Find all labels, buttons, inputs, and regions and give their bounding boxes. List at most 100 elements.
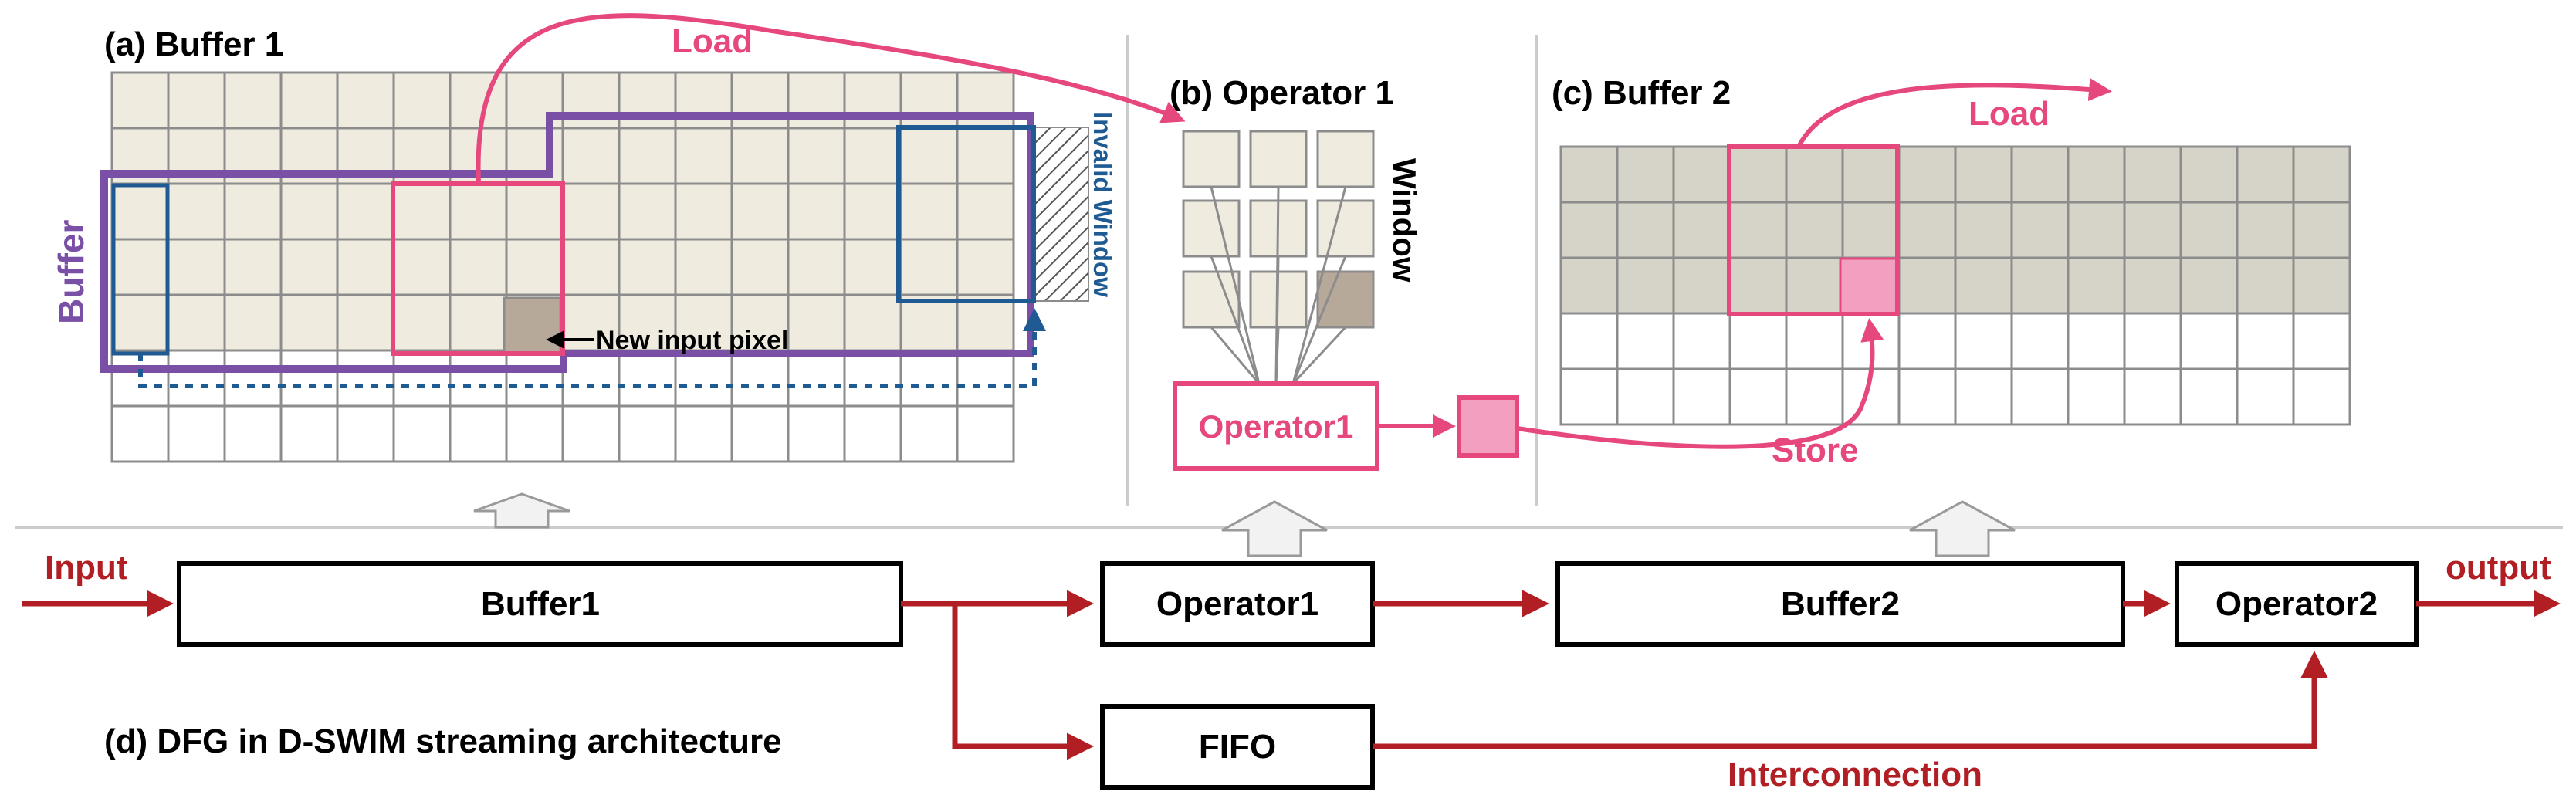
fifo-to-operator2-arrow [1373,651,2328,749]
buffer2-cell [2179,367,2239,426]
buffer1-cell [505,404,564,463]
buffer1-cell [618,182,677,241]
buffer1-cell [618,127,677,185]
buffer2-cell [1559,312,1619,370]
buffer1-cell [449,404,508,463]
buffer2-grid [1559,145,2351,426]
buffer1-cell [730,293,790,352]
buffer1-cell [561,349,621,408]
buffer1-cell [336,71,395,130]
window-wire [1291,326,1347,385]
buffer2-cell [2236,367,2295,426]
buffer1-cell [674,127,733,185]
new-input-pixel-label: New input pixel [596,326,788,355]
buffer2-cell [1954,201,2013,259]
buffer1-cell [787,404,846,463]
panel-d-title: (d) DFG in D-SWIM streaming architecture [104,722,782,760]
buffer1-cell [843,127,902,185]
up-arrow-operator1 [1221,500,1328,557]
buffer1-grid [110,71,1015,463]
buffer1-cell [336,404,395,463]
buffer1-cell [843,71,902,130]
buffer2-cell [1559,256,1619,315]
buffer2-cell [1559,145,1619,204]
buffer2-cell [2292,145,2351,204]
buffer1-cell [561,71,621,130]
buffer1-cell [956,404,1015,463]
buffer2-cell [1672,312,1731,370]
buffer2-cell [2123,145,2182,204]
load-label-c: Load [1968,95,2050,133]
operator1-box [1173,381,1379,471]
buffer2-cell [1785,201,1844,259]
buffer1-cell [956,127,1015,185]
buffer2-cell [1728,256,1788,315]
window-cell [1316,130,1375,188]
buffer1-block [177,561,903,647]
buffer1-cell [223,182,283,241]
up-arrow-buffer1 [473,492,570,529]
interconnection-label: Interconnection [1728,756,1982,793]
buffer2-cell [1954,145,2013,204]
output-pixel [1457,395,1519,458]
invalid-window-outline [896,125,1036,303]
buffer2-cell [1672,367,1731,426]
buffer1-cell [279,349,339,408]
buffer1-cell [505,71,564,130]
buffer1-cell [730,238,790,296]
buffer2-cell [1954,367,2013,426]
buffer2-cell [1559,367,1619,426]
buffer1-cell [561,404,621,463]
buffer1-cell [336,238,395,296]
buffer1-cell [899,127,959,185]
window-wires [1210,186,1347,385]
window-cells [1182,130,1375,329]
buffer2-cell [2067,367,2126,426]
buffer1-cell [899,293,959,352]
buffer1-cell [730,349,790,408]
buffer1-cell [956,182,1015,241]
buffer2-cell [1785,367,1844,426]
buffer2-cell [1728,201,1788,259]
buffer1-cell [223,71,283,130]
buffer1-cell [618,71,677,130]
buffer1-cell [392,71,452,130]
up-arrow-buffer2 [1909,500,2016,557]
buffer2-cell [1672,256,1731,315]
buffer2-cell [2067,256,2126,315]
invalid-window-hatch [1032,127,1089,302]
buffer1-cell [223,293,283,352]
buffer2-cell [1616,312,1675,370]
buffer2-cell [1559,201,1619,259]
buffer1-cell [956,238,1015,296]
buffer2-cell [2010,145,2070,204]
buffer1-cell [110,404,170,463]
buffer1-block-label: Buffer1 [481,585,600,623]
buffer1-cell [449,71,508,130]
buffer1-cell [336,182,395,241]
buffer1-cell [392,182,452,241]
buffer2-cell [2067,201,2126,259]
window-cell [1316,199,1375,258]
buffer1-cell [449,293,508,352]
window-wire [1210,255,1261,384]
load-arrow-a-to-b [476,13,1186,184]
buffer2-cell [1728,367,1788,426]
buffer1-cell [505,238,564,296]
buffer2-cell [2123,256,2182,315]
buffer1-cell [392,238,452,296]
buffer1-cell [561,182,621,241]
store-pixel-cell [1839,257,1898,316]
dfg-input-label: Input [45,549,128,587]
operator2-block-label: Operator2 [2215,585,2378,623]
buffer1-cell [730,404,790,463]
buffer2-cell [1897,201,1957,259]
window-wire [1210,186,1261,384]
buffer2-block [1555,561,2125,647]
buffer1-cell [167,404,226,463]
buffer1-cell [223,349,283,408]
buffer1-cell [279,404,339,463]
buffer1-cell [674,404,733,463]
buffer1-cell [618,238,677,296]
invalid-window-label: Invalid Window [1088,112,1117,297]
